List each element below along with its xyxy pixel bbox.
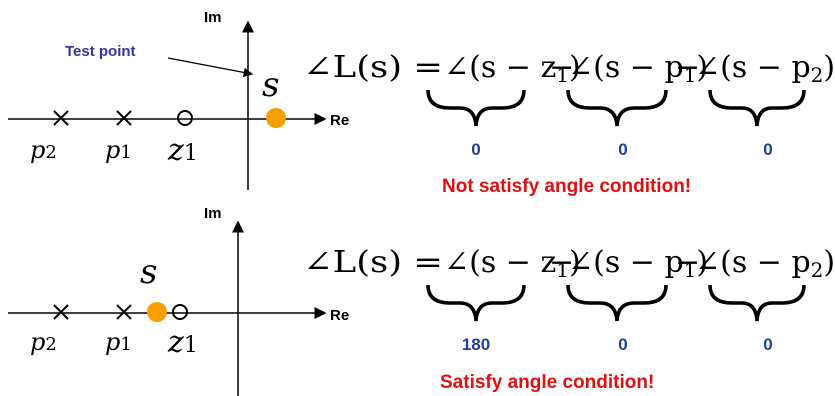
top-brace-3	[708, 89, 806, 127]
bottom-p2-label: p2	[30, 328, 57, 356]
top-s-symbol: s	[262, 65, 279, 105]
bottom-value-1: 180	[462, 335, 490, 354]
bottom-zero-z1	[172, 304, 188, 320]
top-eq-minus1: −	[549, 50, 574, 85]
top-brace-2	[566, 89, 668, 127]
top-p1-label: p1	[105, 136, 132, 164]
bottom-re-label: Re	[330, 307, 349, 324]
bottom-brace-2	[566, 284, 668, 322]
bottom-eq-term1: ∠(s − z1)	[444, 245, 581, 282]
bottom-test-point	[147, 302, 167, 322]
top-condition-text: Not satisfy angle condition!	[442, 176, 691, 197]
bottom-s-plane: Im Re s p2 p1 z1	[8, 205, 349, 396]
bottom-im-label: Im	[204, 205, 222, 222]
top-pole-p1	[116, 110, 132, 126]
bottom-p1-label: p1	[105, 328, 132, 356]
top-p2-label: p2	[30, 136, 57, 164]
bottom-eq-minus2: −	[675, 245, 700, 280]
bottom-value-3: 0	[763, 335, 772, 354]
bottom-eq-lhs: ∠L(s) =	[303, 245, 443, 280]
bottom-z1-label: z1	[167, 325, 198, 360]
top-test-point	[266, 108, 286, 128]
top-zero-z1	[177, 110, 193, 126]
top-eq-lhs: ∠L(s) =	[303, 50, 443, 85]
top-brace-1	[426, 89, 526, 127]
top-eq-minus2: −	[675, 50, 700, 85]
top-re-label: Re	[330, 112, 349, 129]
bottom-condition-text: Satisfy angle condition!	[440, 372, 654, 393]
top-s-plane: Im Re Test point s p2 p1 z1	[8, 9, 349, 190]
top-z1-label: z1	[167, 133, 198, 168]
bottom-pole-p2	[53, 304, 69, 320]
top-equation: ∠L(s) = ∠(s − z1) − ∠(s − p1) − ∠(s − p2…	[303, 50, 835, 197]
bottom-pole-p1	[116, 304, 132, 320]
test-point-arrow	[167, 57, 254, 78]
top-value-3: 0	[763, 140, 772, 159]
top-value-1: 0	[471, 140, 480, 159]
bottom-brace-1	[426, 284, 526, 322]
top-eq-term2: ∠(s − p1)	[568, 50, 708, 87]
bottom-value-2: 0	[618, 335, 627, 354]
bottom-equation: ∠L(s) = ∠(s − z1) − ∠(s − p1) − ∠(s − p2…	[303, 245, 835, 393]
bottom-brace-3	[708, 284, 806, 322]
top-pole-p2	[53, 110, 69, 126]
bottom-eq-term2: ∠(s − p1)	[568, 245, 708, 282]
bottom-eq-term3: ∠(s − p2)	[695, 245, 835, 282]
top-eq-term3: ∠(s − p2)	[695, 50, 835, 87]
bottom-eq-minus1: −	[549, 245, 574, 280]
bottom-s-symbol: s	[140, 252, 157, 292]
top-eq-term1: ∠(s − z1)	[444, 50, 581, 87]
top-im-label: Im	[204, 9, 222, 26]
top-value-2: 0	[618, 140, 627, 159]
test-point-label: Test point	[65, 43, 136, 60]
